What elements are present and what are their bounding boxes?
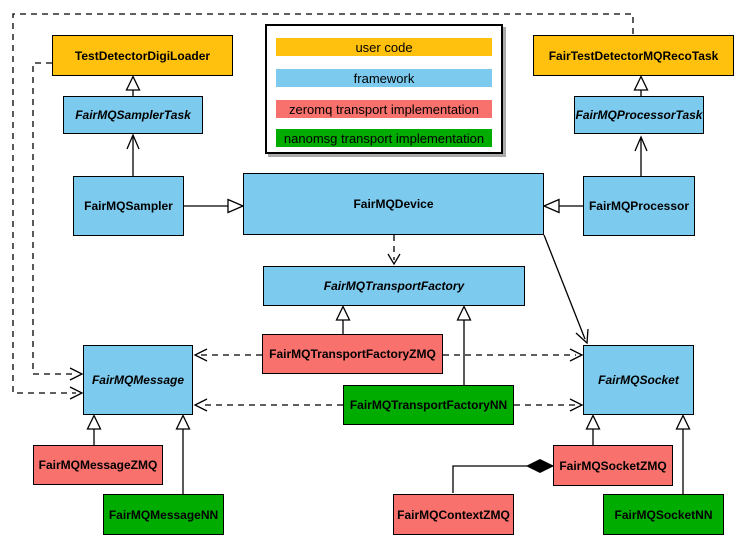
- legend-item-zeromq: zeromq transport implementation: [276, 100, 492, 118]
- class-box-fairmqmessagezmq: FairMQMessageZMQ: [33, 445, 163, 485]
- edge-socketzmq-socket-inheritance: [585, 414, 601, 445]
- legend-label: nanomsg transport implementation: [283, 130, 485, 146]
- class-box-fairmqsampler: FairMQSampler: [73, 176, 184, 236]
- edge-device-transportfactory-dashed: [387, 235, 401, 266]
- class-box-fairmqsocket: FairMQSocket: [583, 345, 694, 415]
- class-box-fairmqmessage: FairMQMessage: [83, 345, 193, 415]
- edge-messagezmq-message-inheritance: [86, 414, 102, 445]
- edge-sampler-samplertask: [126, 133, 140, 176]
- legend-label: framework: [353, 70, 415, 86]
- edge-sampler-device-inheritance: [184, 198, 245, 214]
- edge-messagenn-message-inheritance: [175, 414, 191, 494]
- class-box-fairmqmessagenn: FairMQMessageNN: [103, 494, 224, 535]
- edge-processor-device-inheritance: [542, 198, 583, 214]
- edge-digiloader-message-dashed: [32, 62, 84, 381]
- edge-contextzmq-socketzmq-composition: [452, 458, 555, 493]
- legend-label: zeromq transport implementation: [288, 101, 480, 117]
- edge-device-socket: [543, 234, 589, 345]
- edge-factoryzmq-message-dashed: [193, 348, 262, 362]
- legend-item-user-code: user code: [276, 38, 492, 56]
- legend-label: user code: [355, 39, 413, 55]
- edge-processor-processortask: [634, 135, 648, 176]
- class-box-fairmqsamplertask: FairMQSamplerTask: [63, 96, 203, 134]
- edge-socketnn-socket-inheritance: [675, 414, 691, 494]
- edge-factoryzmq-factory-inheritance: [335, 305, 351, 334]
- class-box-testdetectordigiloader: TestDetectorDigiLoader: [52, 35, 233, 76]
- class-box-fairmqsocketzmq: FairMQSocketZMQ: [553, 445, 673, 486]
- class-box-fairmqdevice: FairMQDevice: [243, 173, 544, 235]
- class-box-fairmqprocessortask: FairMQProcessorTask: [574, 96, 704, 134]
- legend: user code framework zeromq transport imp…: [265, 24, 503, 154]
- edge-recotask-message-dashed: [12, 13, 634, 400]
- edge-processortask-recotask-inheritance: [633, 75, 649, 96]
- edge-factorynn-message-dashed: [193, 398, 343, 412]
- edge-factoryzmq-socket-dashed: [443, 348, 584, 362]
- class-box-fairmqtransportfactoryzmq: FairMQTransportFactoryZMQ: [262, 334, 443, 374]
- legend-item-nanomsg: nanomsg transport implementation: [276, 129, 492, 147]
- class-box-fairmqprocessor: FairMQProcessor: [583, 176, 695, 236]
- edge-factorynn-factory-inheritance: [456, 305, 472, 385]
- class-box-fairmqsocketnn: FairMQSocketNN: [603, 494, 724, 535]
- class-box-fairmqcontextzmq: FairMQContextZMQ: [393, 494, 514, 535]
- class-box-fairmqtransportfactorynn: FairMQTransportFactoryNN: [343, 385, 514, 425]
- class-box-fairmqtransportfactory: FairMQTransportFactory: [263, 266, 525, 306]
- legend-item-framework: framework: [276, 69, 492, 87]
- class-box-fairtestdetectormqrecotask: FairTestDetectorMQRecoTask: [533, 35, 734, 76]
- edge-factorynn-socket-dashed: [514, 398, 584, 412]
- edge-samplertask-digiloader-inheritance: [125, 75, 141, 96]
